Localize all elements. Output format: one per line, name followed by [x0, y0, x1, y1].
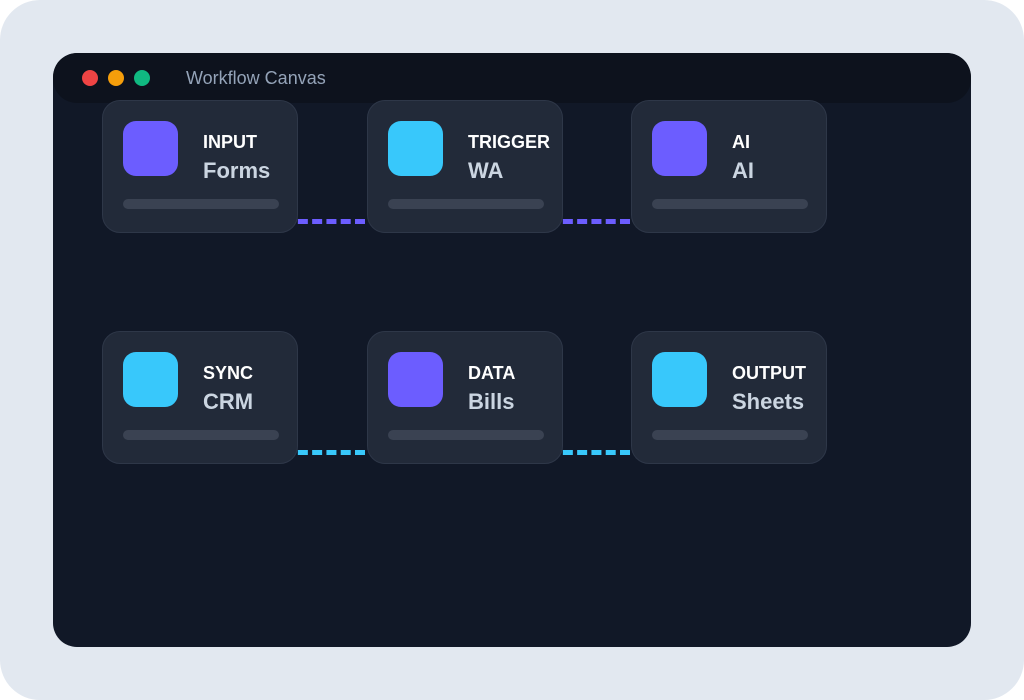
node-progress-bar	[652, 430, 808, 440]
node-card-data[interactable]: DATA Bills	[367, 331, 563, 464]
connector-crm-bills	[255, 450, 365, 455]
workflow-window: Workflow Canvas INPUT Forms TRIGGER WA A…	[53, 53, 971, 647]
node-progress-bar	[123, 199, 279, 209]
node-card-output[interactable]: OUTPUT Sheets	[631, 331, 827, 464]
node-card-trigger[interactable]: TRIGGER WA	[367, 100, 563, 233]
node-name: AI	[732, 158, 754, 183]
node-name: Sheets	[732, 389, 805, 414]
node-category: TRIGGER	[468, 132, 551, 152]
minimize-button[interactable]	[108, 70, 124, 86]
node-name: WA	[468, 158, 504, 183]
close-button[interactable]	[82, 70, 98, 86]
node-category: SYNC	[203, 363, 254, 383]
node-progress-bar	[388, 430, 544, 440]
node-icon	[388, 121, 443, 176]
node-category: DATA	[468, 363, 516, 383]
window-title: Workflow Canvas	[186, 68, 326, 88]
node-progress-bar	[123, 430, 279, 440]
node-name: Bills	[468, 389, 515, 414]
node-progress-bar	[652, 199, 808, 209]
node-category: AI	[732, 132, 750, 152]
title-bar: Workflow Canvas	[53, 53, 971, 103]
node-category: INPUT	[203, 132, 257, 152]
connector-forms-wa	[255, 219, 365, 224]
connector-wa-ai	[520, 219, 630, 224]
connector-bills-sheets	[520, 450, 630, 455]
node-icon	[652, 352, 707, 407]
node-category: OUTPUT	[732, 363, 806, 383]
node-progress-bar	[388, 199, 544, 209]
maximize-button[interactable]	[134, 70, 150, 86]
node-card-sync[interactable]: SYNC CRM	[102, 331, 298, 464]
node-name: CRM	[203, 389, 254, 414]
node-icon	[388, 352, 443, 407]
node-card-input[interactable]: INPUT Forms	[102, 100, 298, 233]
node-card-ai[interactable]: AI AI	[631, 100, 827, 233]
node-icon	[123, 352, 178, 407]
node-name: Forms	[203, 158, 271, 183]
node-icon	[123, 121, 178, 176]
node-icon	[652, 121, 707, 176]
